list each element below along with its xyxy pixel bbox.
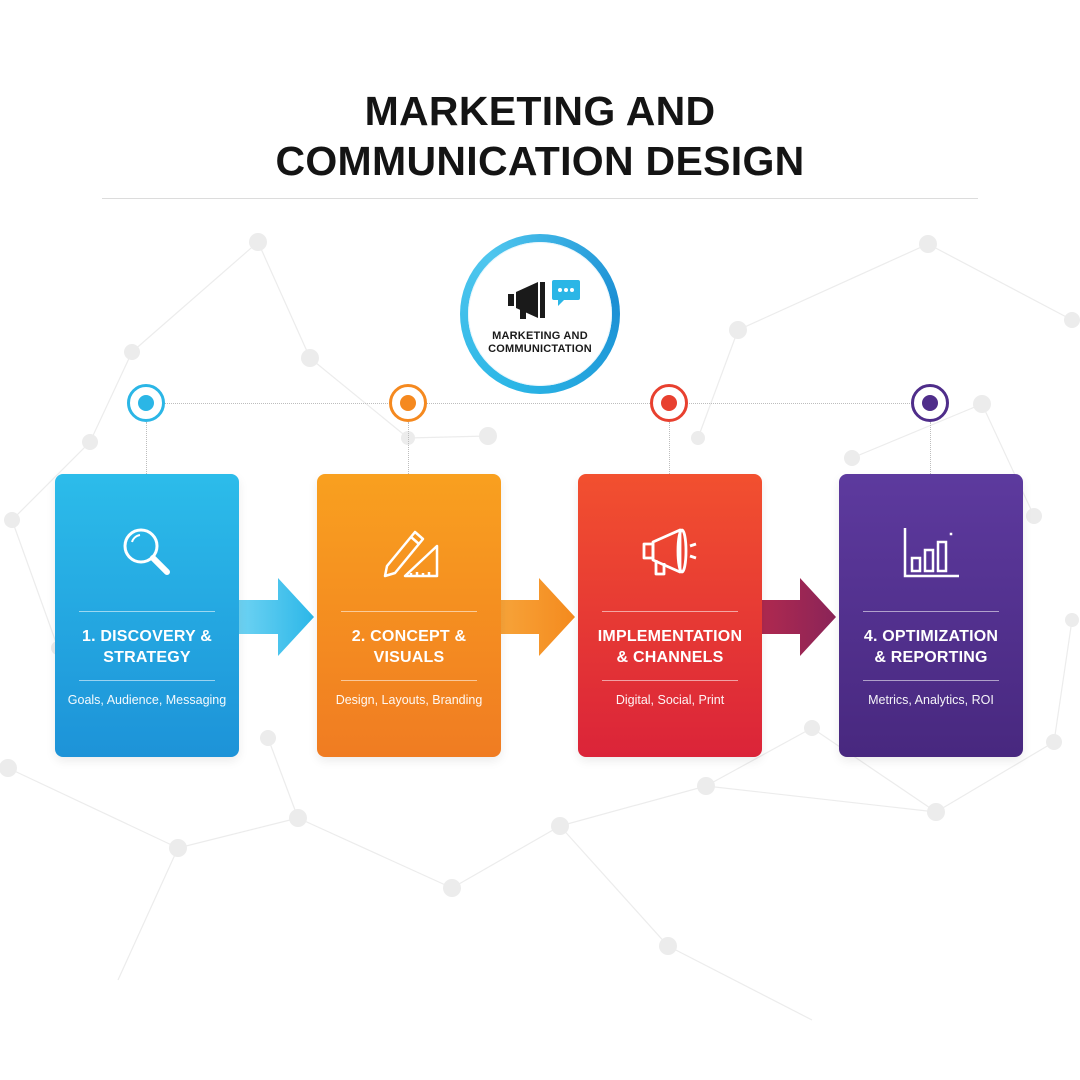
stage-4-node (911, 384, 949, 422)
bar-chart-icon (903, 528, 959, 578)
stage-1-node (127, 384, 165, 422)
arrow-3-to-4 (760, 578, 836, 656)
stage-card-optimization: 4. OPTIMIZATION & REPORTING Metrics, Ana… (839, 474, 1023, 757)
stage-heading-line-1: 1. DISCOVERY & (82, 628, 212, 645)
stage-heading-line-2: VISUALS (373, 649, 445, 666)
stage-card-implementation: IMPLEMENTATION & CHANNELS Digital, Socia… (578, 474, 762, 757)
stage-heading-line-1: 2. CONCEPT & (351, 628, 467, 645)
stage-heading-line-2: & REPORTING (874, 649, 988, 666)
megaphone-icon (642, 528, 697, 576)
stage-subtitle: Design, Layouts, Branding (335, 693, 483, 707)
stage-subtitle: Digital, Social, Print (615, 693, 725, 707)
megaphone-chat-icon (508, 280, 580, 319)
stage-heading-line-1: IMPLEMENTATION (597, 628, 743, 645)
stage-heading-line-2: STRATEGY (103, 649, 191, 666)
stage-heading: IMPLEMENTATION & CHANNELS (582, 626, 758, 668)
stage-2-stem (408, 422, 409, 474)
stage-2-node (389, 384, 427, 422)
page-title: MARKETING AND COMMUNICATION DESIGN (0, 86, 1080, 186)
card-divider-bottom (863, 680, 999, 681)
stage-heading: 2. CONCEPT & VISUALS (321, 626, 497, 668)
card-divider-bottom (341, 680, 477, 681)
card-divider-top (863, 611, 999, 612)
chat-bubble-icon (552, 280, 580, 306)
stage-3-node (650, 384, 688, 422)
card-divider-top (602, 611, 738, 612)
hub-label-line-2: COMMUNICTATION (488, 343, 592, 355)
stage-subtitle: Goals, Audience, Messaging (67, 693, 227, 707)
stage-heading-line-2: & CHANNELS (616, 649, 724, 666)
card-divider-top (341, 611, 477, 612)
magnifier-icon (123, 528, 170, 575)
stage-heading-line-1: 4. OPTIMIZATION (863, 628, 999, 645)
card-divider-top (79, 611, 215, 612)
title-divider (102, 198, 978, 199)
page-title-line-2: COMMUNICATION DESIGN (275, 138, 805, 184)
stage-heading: 4. OPTIMIZATION & REPORTING (843, 626, 1019, 668)
stage-heading: 1. DISCOVERY & STRATEGY (59, 626, 235, 668)
hub-circle: MARKETING AND COMMUNICTATION (460, 234, 620, 394)
card-divider-bottom (602, 680, 738, 681)
hub-label-line-1: MARKETING AND (492, 330, 588, 342)
hub-label: MARKETING AND COMMUNICTATION (468, 330, 612, 356)
stage-card-discovery: 1. DISCOVERY & STRATEGY Goals, Audience,… (55, 474, 239, 757)
hub-circle-inner: MARKETING AND COMMUNICTATION (468, 242, 612, 386)
arrow-2-to-3 (499, 578, 575, 656)
pencil-ruler-icon (383, 530, 439, 578)
arrow-1-to-2 (238, 578, 314, 656)
stage-subtitle: Metrics, Analytics, ROI (868, 693, 994, 707)
stage-card-concept: 2. CONCEPT & VISUALS Design, Layouts, Br… (317, 474, 501, 757)
stage-4-stem (930, 422, 931, 474)
page-title-line-1: MARKETING AND (364, 88, 716, 134)
timeline-connector (146, 403, 930, 404)
stage-3-stem (669, 422, 670, 474)
card-divider-bottom (79, 680, 215, 681)
stage-1-stem (146, 422, 147, 474)
megaphone-icon (508, 282, 545, 319)
